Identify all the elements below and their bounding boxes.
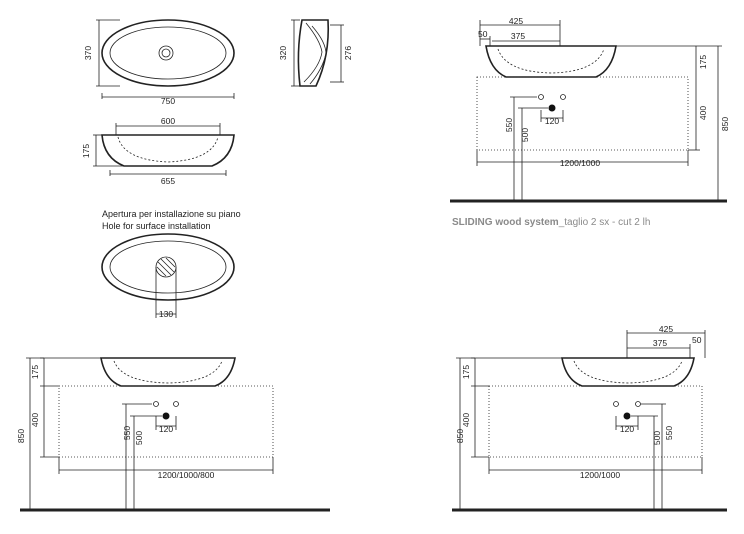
dim-width-br: 1200/1000 [580, 470, 620, 480]
dim-425-br: 425 [659, 324, 673, 334]
tap-hole-left [538, 94, 544, 100]
dim-width-bl: 1200/1000/800 [158, 470, 215, 480]
dim-120-bl: 120 [159, 424, 173, 434]
top-view: 370 750 [83, 19, 235, 106]
basin-inner-top [109, 26, 227, 80]
drain-hole [548, 104, 556, 112]
dim-425: 425 [509, 16, 523, 26]
dim-500: 500 [520, 128, 530, 142]
drain-inner [161, 48, 171, 58]
dim-175: 175 [698, 55, 708, 69]
dim-175-bl: 175 [30, 365, 40, 379]
bottom-right-view: 425 375 50 175 400 850 120 500 55 [452, 324, 727, 512]
tap-hole-right [560, 94, 566, 100]
dim-width-top: 750 [161, 96, 175, 106]
dim-hole: 130 [159, 309, 173, 319]
side-view: 320 276 [278, 19, 353, 87]
basin-side-outline [297, 19, 330, 87]
note-italian: Apertura per installazione su piano [102, 209, 241, 219]
dim-front-top: 600 [161, 116, 175, 126]
mounting-hole [155, 256, 177, 278]
dim-175-br: 175 [461, 365, 471, 379]
dim-550: 550 [504, 118, 514, 132]
dim-500-br: 500 [652, 431, 662, 445]
dim-120-br: 120 [620, 424, 634, 434]
dim-375: 375 [511, 31, 525, 41]
dim-850-bl: 850 [16, 429, 26, 443]
dim-width-sliding: 1200/1000 [560, 158, 600, 168]
dim-550-br: 550 [664, 426, 674, 440]
basin-bottom-left [100, 357, 236, 387]
note-english: Hole for surface installation [102, 221, 211, 231]
front-view: 600 175 655 [81, 116, 235, 186]
dim-850: 850 [720, 117, 730, 131]
dim-400-br: 400 [461, 413, 471, 427]
dim-side-outer: 320 [278, 46, 288, 60]
cabinet-outline-bottom-right [488, 385, 703, 458]
basin-bottom-right [561, 357, 695, 387]
dim-front-bottom: 655 [161, 176, 175, 186]
basin-front-outline [101, 134, 235, 167]
dim-depth-top: 370 [83, 46, 93, 60]
dim-400-bl: 400 [30, 413, 40, 427]
dim-850-br: 850 [455, 429, 465, 443]
dim-50: 50 [478, 29, 488, 39]
dim-550-bl: 550 [122, 426, 132, 440]
dim-front-height: 175 [81, 144, 91, 158]
dim-120: 120 [545, 116, 559, 126]
basin-outline-top [101, 19, 235, 87]
bottom-left-view: 175 400 850 120 550 500 1200/1000/800 [16, 357, 330, 512]
dim-500-bl: 500 [134, 431, 144, 445]
dim-side-inner: 276 [343, 46, 353, 60]
cabinet-outline-bottom-left [58, 385, 274, 458]
basin-outline-hole [101, 233, 235, 301]
sliding-title: SLIDING wood system_taglio 2 sx - cut 2 … [452, 217, 650, 228]
drain-outer [158, 45, 174, 61]
sliding-wood-system-view: 425 50 375 175 400 850 120 550 [450, 16, 730, 228]
dim-400: 400 [698, 106, 708, 120]
basin-sliding-top [485, 45, 617, 78]
cabinet-outline [476, 76, 689, 151]
dim-375-br: 375 [653, 338, 667, 348]
hole-view: 130 [101, 233, 235, 319]
dim-50-br: 50 [692, 335, 702, 345]
